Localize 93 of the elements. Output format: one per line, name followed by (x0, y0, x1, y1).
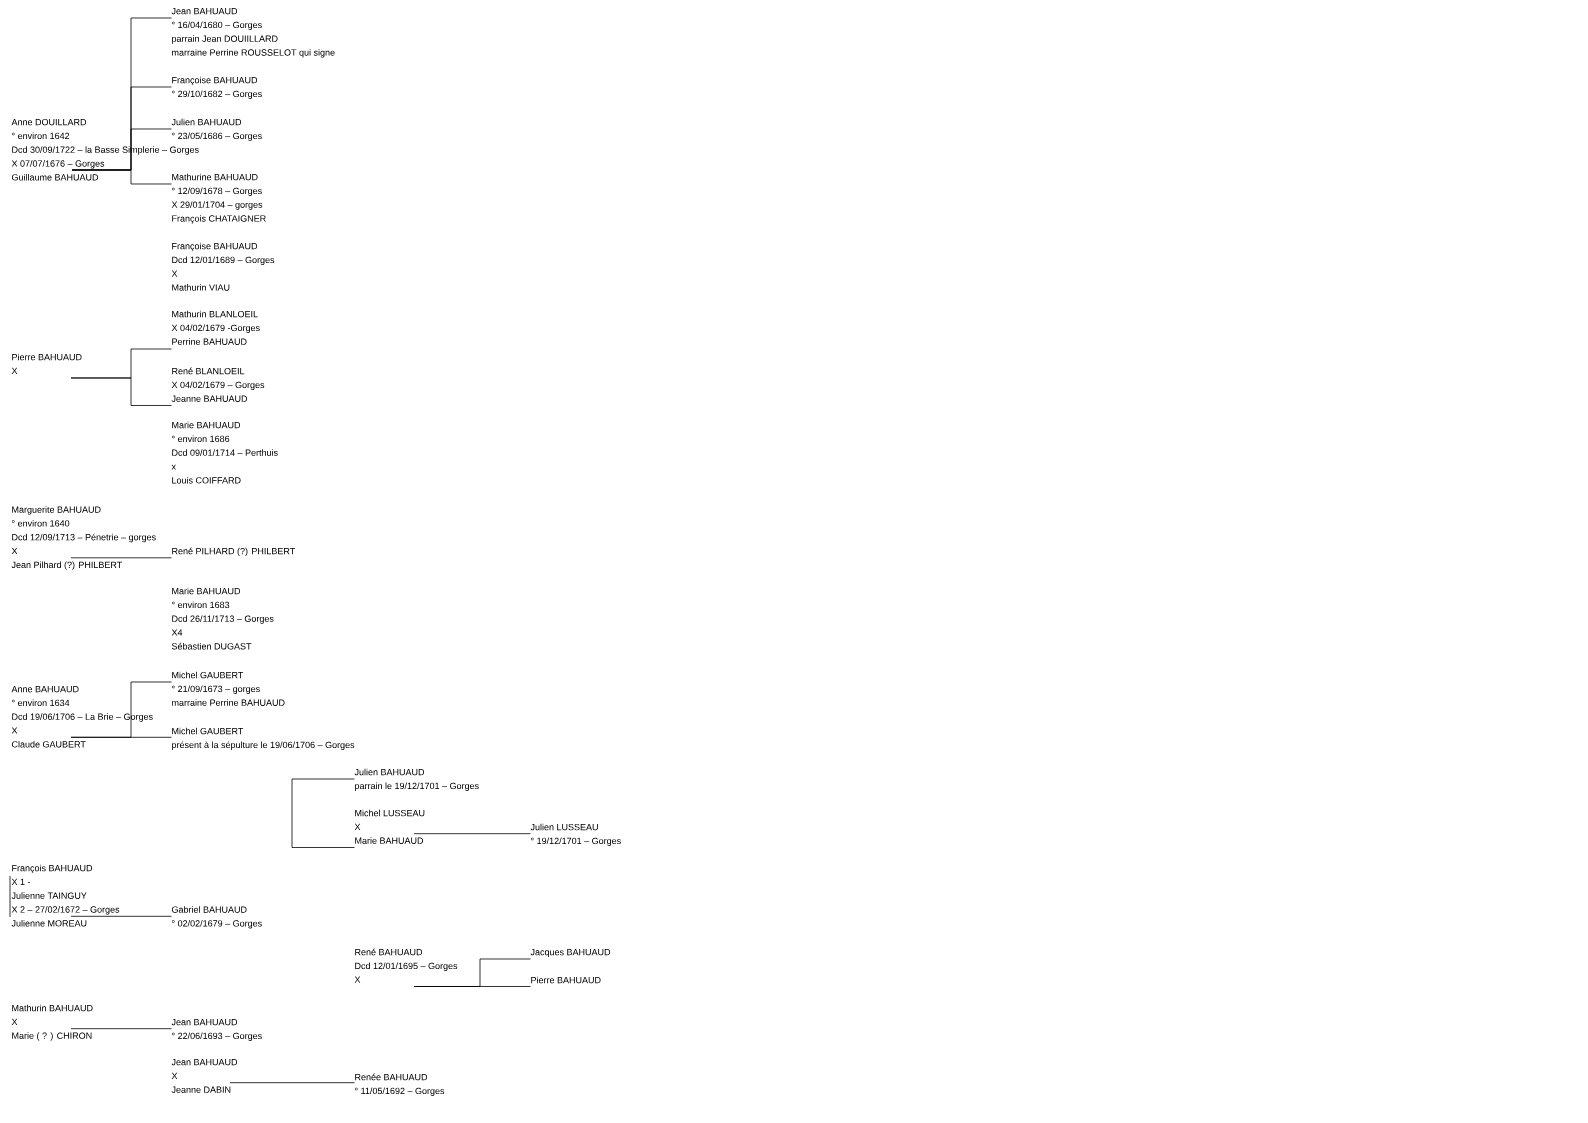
entry-text: Michel LUSSEAU (355, 809, 425, 817)
entry-text: ° 23/05/1686 – Gorges (172, 132, 262, 141)
entry-text: ° environ 1642 (12, 132, 70, 140)
entry-text: X (354, 976, 361, 983)
entry-text: Claude GAUBERT (11, 740, 86, 748)
entry-text: ° 11/05/1692 – Gorges (355, 1087, 445, 1096)
entry-text: X 04/02/1679 – Gorges (171, 381, 265, 390)
entry-text: Dcd 12/09/1713 – Pénetrie – gorges (12, 533, 156, 543)
entry-text: Dcd 12/01/1689 – Gorges (172, 256, 275, 265)
entry-text: Julien LUSSEAU (530, 823, 598, 831)
connector-line (413, 986, 531, 987)
entry-text: Jacques BAHUAUD (530, 949, 611, 958)
entry-text: X (11, 367, 18, 374)
entry-text: ° 02/02/1679 – Gorges (172, 920, 262, 929)
entry-text: X 2 – 27/02/1672 – Gorges (11, 906, 120, 915)
entry-text: ° 12/09/1678 – Gorges (172, 187, 262, 196)
entry-text: parrain le 19/12/1701 – Gorges (355, 782, 479, 791)
entry-text: X 07/07/1676 – Gorges (11, 160, 105, 169)
entry-text: Julien BAHUAUD (354, 768, 425, 776)
entry-text: Dcd 12/01/1695 – Gorges (355, 962, 458, 971)
entry-text: Mathurin BLANLOEIL (172, 310, 258, 318)
entry-text: Marie BAHUAUD (172, 587, 241, 595)
entry-text: marraine Perrine ROUSSELOT qui signe (172, 49, 335, 58)
entry-text: ° 21/09/1673 – gorges (172, 685, 260, 694)
entry-text: X (11, 547, 18, 555)
entry-text: Gabriel BAHUAUD (171, 906, 247, 913)
entry-text: X (171, 270, 178, 277)
entry-text: Dcd 19/06/1706 – La Brie – Gorges (12, 713, 153, 722)
entry-text: ° 29/10/1682 – Gorges (172, 90, 262, 99)
entry-text: ° environ 1634 (12, 699, 70, 707)
entry-text: Dcd 09/01/1714 – Perthuis (172, 449, 278, 456)
entry-text: Anne DOUILLARD (11, 118, 87, 126)
entry-text: Sébastien DUGAST (171, 642, 252, 650)
connector-line (229, 1082, 355, 1084)
connector-line (291, 778, 355, 848)
entry-text: Julienne TAINGUY (11, 892, 87, 899)
entry-text: Jean BAHUAUD (171, 1059, 238, 1066)
entry-text: Jean Pilhard (?) PHILBERT (11, 561, 122, 570)
entry-text: Jeanne DABIN (171, 1086, 231, 1093)
connector-line (70, 377, 172, 406)
entry-text: René BLANLOEIL (172, 367, 245, 375)
entry-text: ° environ 1640 (12, 520, 70, 527)
entry-text: Marguerite BAHUAUD (12, 506, 101, 515)
entry-text: Louis COIFFARD (172, 476, 241, 484)
entry-text: X 04/02/1679 -Gorges (171, 324, 260, 333)
entry-text: Guillaume BAHUAUD (11, 173, 99, 181)
entry-text: François CHATAIGNER (172, 215, 266, 224)
entry-text: Mathurine BAHUAUD (172, 173, 258, 181)
entry-text: Mathurin BAHUAUD (12, 1004, 93, 1012)
entry-text: X (171, 1072, 178, 1079)
entry-text: Jean BAHUAUD (171, 8, 238, 15)
entry-text: Jean BAHUAUD (171, 1019, 238, 1026)
entry-text: François BAHUAUD (12, 864, 93, 874)
entry-text: X (354, 823, 361, 830)
entry-text: X (11, 727, 18, 734)
entry-text: marraine Perrine BAHUAUD (172, 699, 285, 706)
entry-text: Michel GAUBERT (172, 727, 244, 735)
entry-text: ° environ 1686 (172, 435, 230, 443)
entry-text: ° 22/06/1693 – Gorges (172, 1032, 262, 1041)
entry-text: Pierre BAHUAUD (12, 353, 82, 361)
connector-line (71, 169, 172, 185)
connector-line (70, 915, 172, 917)
entry-text: ° 16/04/1680 – Gorges (172, 21, 262, 30)
entry-text: Marie BAHUAUD (172, 421, 241, 429)
entry-text: Julienne MOREAU (11, 919, 87, 927)
entry-text: René PILHARD (?) PHILBERT (172, 547, 295, 557)
connector-line (70, 736, 172, 738)
entry-text: Pierre BAHUAUD (531, 976, 601, 984)
entry-text: parrain Jean DOUIILLARD (172, 35, 278, 44)
entry-text: Perrine BAHUAUD (172, 338, 247, 345)
entry-text: X (11, 1018, 18, 1025)
entry-text: Marie ( ? ) CHIRON (12, 1032, 92, 1041)
entry-text: ° environ 1683 (172, 601, 230, 609)
entry-text: X4 (171, 629, 183, 636)
entry-text: Françoise BAHUAUD (172, 76, 258, 86)
connector-line (70, 557, 172, 559)
entry-text: Julien BAHUAUD (171, 118, 242, 126)
entry-text: X 29/01/1704 – gorges (171, 201, 263, 210)
entry-text: X 1 - (11, 878, 31, 885)
entry-text: Mathurin VIAU (172, 284, 230, 291)
entry-text: Marie BAHUAUD (355, 837, 424, 844)
entry-text: Renée BAHUAUD (355, 1073, 428, 1081)
entry-text: ° 19/12/1701 – Gorges (531, 837, 621, 846)
entry-text: Dcd 26/11/1713 – Gorges (172, 615, 274, 624)
connector-line (70, 1028, 172, 1030)
entry-text: René BAHUAUD (355, 948, 423, 956)
entry-text: Jeanne BAHUAUD (171, 395, 248, 402)
entry-text: x (171, 464, 176, 470)
connector-line (413, 833, 531, 835)
entry-text: présent à la sépulture le 19/06/1706 – Gorges (172, 741, 355, 750)
entry-text: Michel GAUBERT (172, 671, 244, 679)
entry-text: Anne BAHUAUD (11, 686, 79, 693)
entry-text: Françoise BAHUAUD (172, 242, 258, 252)
